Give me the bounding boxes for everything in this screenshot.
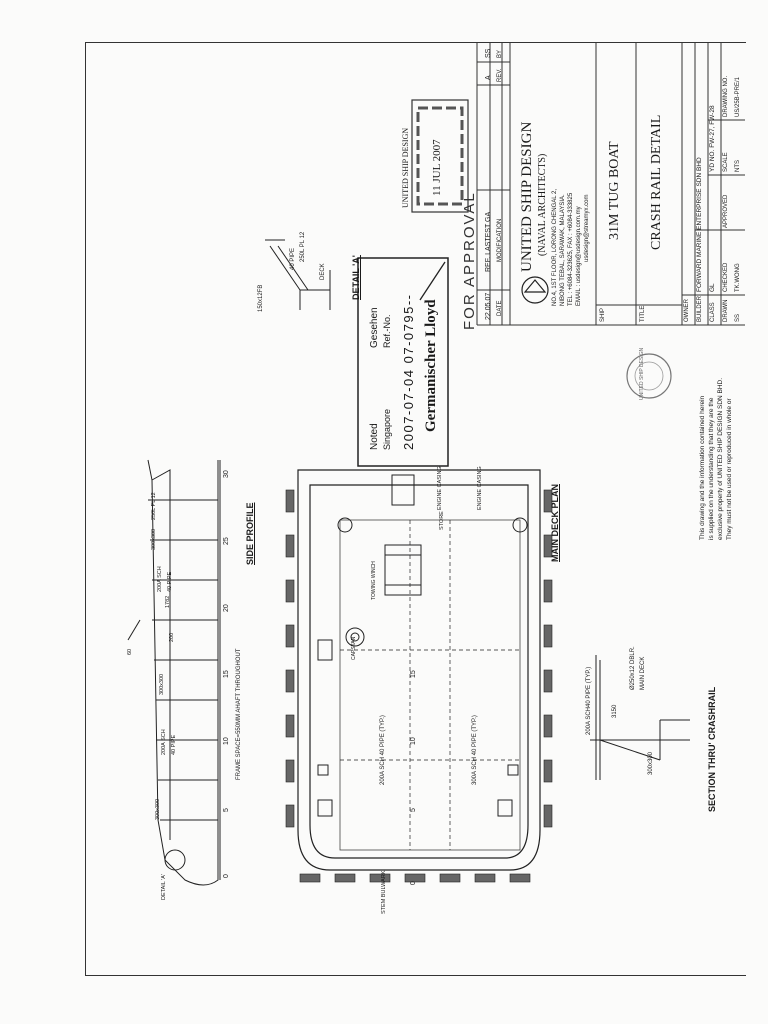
vent-icon-2 bbox=[512, 517, 528, 533]
section-deck-label: MAIN DECK bbox=[640, 656, 646, 690]
towing-winch-icon bbox=[384, 544, 422, 596]
hatch-icon bbox=[317, 639, 333, 661]
capstan-icon bbox=[345, 627, 365, 647]
vent-icon bbox=[337, 517, 353, 533]
drawing-border bbox=[85, 42, 746, 976]
stair-icon bbox=[391, 474, 415, 506]
bollard-icon-1 bbox=[317, 799, 333, 817]
company-logo-icon bbox=[521, 276, 549, 304]
signature-icon bbox=[419, 261, 446, 301]
fairlead-icon-2 bbox=[507, 764, 519, 776]
section-pipe-label: 200A SCH40 PIPE (TYP.) bbox=[586, 666, 592, 735]
section-dblr-label: Ø250x12 DBLR. bbox=[630, 646, 636, 690]
section-dim-label: 3150 bbox=[612, 704, 618, 718]
fairlead-icon-1 bbox=[317, 764, 329, 776]
section-title: SECTION THRU' CRASHRAIL bbox=[707, 686, 717, 812]
bollard-icon-2 bbox=[497, 799, 513, 817]
section-300x300-label: 300x300 bbox=[648, 751, 654, 775]
fender-icons bbox=[285, 489, 553, 883]
